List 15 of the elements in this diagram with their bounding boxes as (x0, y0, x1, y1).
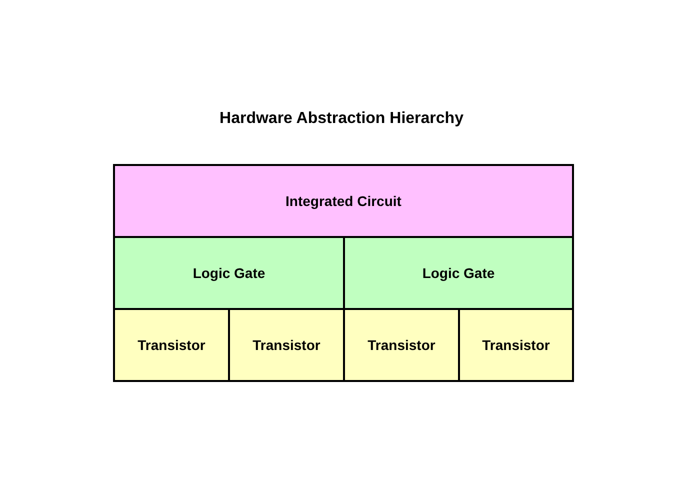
hierarchy-box (113, 164, 574, 238)
diagram-title: Hardware Abstraction Hierarchy (218, 110, 464, 128)
hierarchy-box (228, 308, 345, 382)
box-label: Transistor (252, 337, 320, 353)
box-label: Transistor (368, 337, 436, 353)
box-label: Logic Gate (422, 265, 495, 281)
hierarchy-box (458, 308, 574, 382)
box-label: Transistor (138, 337, 206, 353)
hierarchy-box (113, 236, 345, 310)
hierarchy-box (343, 308, 460, 382)
hierarchy-box (343, 236, 574, 310)
hierarchy-box (113, 308, 230, 382)
box-label: Integrated Circuit (286, 193, 402, 209)
box-label: Transistor (482, 337, 550, 353)
box-label: Logic Gate (192, 265, 266, 281)
